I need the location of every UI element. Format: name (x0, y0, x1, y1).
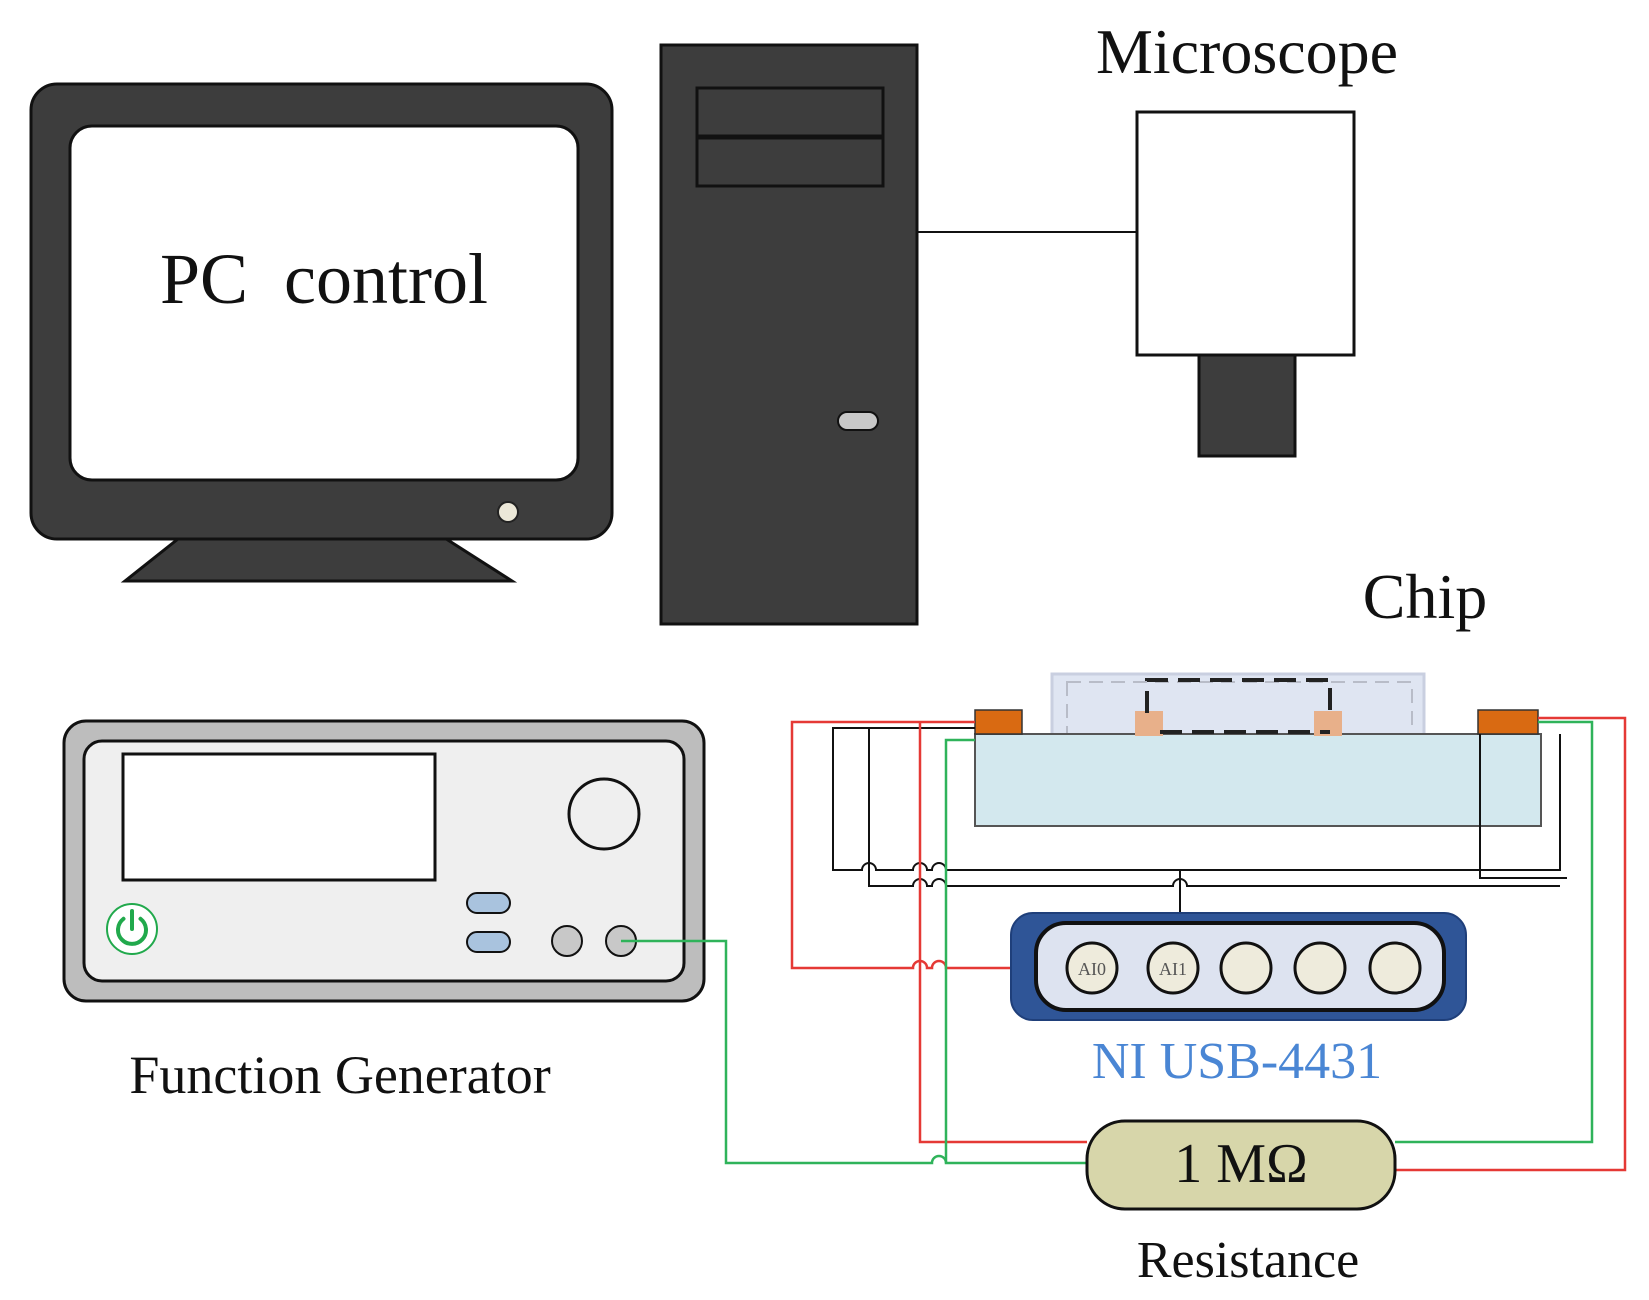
chip-channel (1145, 678, 1332, 713)
monitor-screen (68, 124, 580, 482)
green-wires (621, 720, 1594, 1165)
green-wire-chip-left (944, 738, 975, 1163)
fg-button-upper (466, 892, 511, 914)
monitor-power-led (497, 501, 519, 523)
monitor-stand (120, 533, 518, 583)
fg-button-lower (466, 931, 511, 953)
resistor-value-label: 1 MΩ (1174, 1133, 1307, 1195)
fg-output-1 (551, 925, 583, 957)
tower-power-button (837, 411, 879, 431)
resistance-label: Resistance (1137, 1232, 1359, 1289)
chip-label: Chip (1363, 561, 1487, 632)
ni-usb-4431: AI0 AI1 NI USB-4431 (1010, 912, 1467, 1090)
tower-drive-bay-1 (695, 86, 885, 138)
ni-port-ai1 (1146, 941, 1200, 995)
monitor: PC control (29, 82, 614, 583)
power-icon (106, 903, 158, 955)
pc-control-label: PC control (160, 239, 488, 319)
function-generator-label: Function Generator (129, 1045, 550, 1105)
pc-tower (659, 43, 919, 626)
red-wire-resistor-right (1395, 716, 1627, 1172)
chip-electrode-right (1477, 709, 1539, 735)
tower-drive-bay-2 (695, 136, 885, 188)
ni-port-4 (1293, 941, 1347, 995)
resistor-body (1085, 1119, 1397, 1211)
ni-port-5 (1368, 941, 1422, 995)
ni-device-label: NI USB-4431 (1092, 1033, 1382, 1090)
ni-port-ai1-label: AI1 (1159, 959, 1187, 979)
chip-substrate (974, 733, 1542, 827)
microscope-objective (1197, 353, 1297, 458)
black-wire-right-stub (1479, 734, 1567, 879)
fg-knob (567, 777, 641, 851)
red-wire-ai0 (790, 720, 1092, 970)
ni-port-ai0-label: AI0 (1078, 959, 1106, 979)
chip-electrode-left (974, 709, 1023, 735)
microscope-label: Microscope (1096, 16, 1398, 87)
red-wire-resistor-left (918, 722, 1087, 1144)
microscope: Microscope (1096, 16, 1398, 458)
resistor: 1 MΩ Resistance (1085, 1119, 1397, 1289)
red-wires (790, 716, 1627, 1172)
chip: Chip (974, 561, 1542, 827)
microscope-body (1135, 110, 1356, 357)
chip-inner-electrode-left (1135, 711, 1163, 736)
function-generator: Function Generator (62, 719, 706, 1105)
ni-port-3 (1219, 941, 1273, 995)
ni-port-ai0 (1065, 941, 1119, 995)
fg-display (121, 752, 437, 882)
green-wire-chip-right (1395, 720, 1594, 1144)
